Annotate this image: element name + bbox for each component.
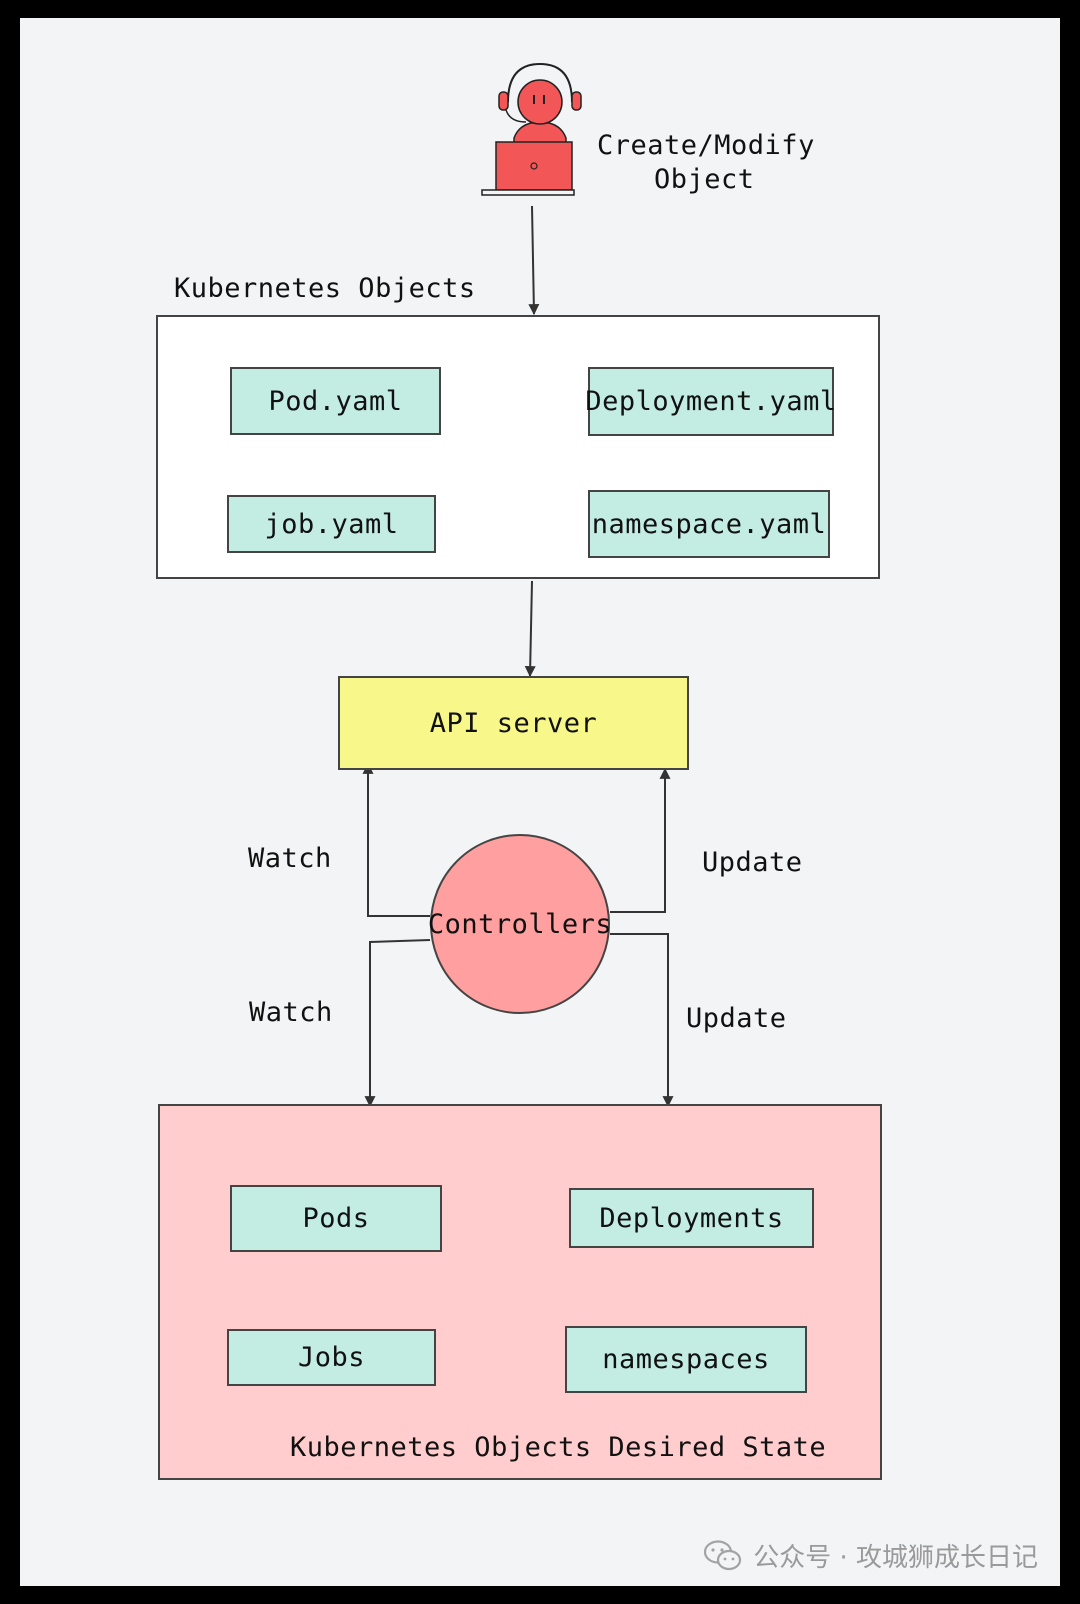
namespaces-box: namespaces — [565, 1326, 807, 1393]
controllers-circle: Controllers — [428, 834, 612, 1014]
watermark-text: 公众号 · 攻城狮成长日记 — [753, 1543, 1038, 1573]
pods-box: Pods — [230, 1185, 442, 1252]
deployment-yaml-box: Deployment.yaml — [585, 367, 836, 436]
diagram-canvas: Create/Modify Object Kubernetes Objects … — [20, 18, 1060, 1586]
arrow-update-state — [610, 933, 674, 1108]
watermark: 公众号 · 攻城狮成长日记 — [703, 1537, 1038, 1574]
namespace-yaml-box: namespace.yaml — [588, 490, 830, 558]
watch-state-label: Watch — [249, 997, 333, 1028]
api-server-box: API server — [338, 676, 689, 770]
desired-state-group — [158, 1104, 882, 1480]
user-at-laptop-icon — [481, 62, 582, 196]
desired-state-title: Kubernetes Objects Desired State — [290, 1432, 827, 1463]
wechat-icon — [704, 1539, 742, 1570]
watch-api-label: Watch — [248, 843, 332, 874]
deployments-box: Deployments — [569, 1188, 814, 1248]
connectors-layer — [362, 205, 674, 1108]
arrow-user-to-objects — [528, 205, 540, 316]
create-modify-label-line2: Object — [654, 164, 755, 195]
update-state-label: Update — [686, 1003, 787, 1034]
arrow-watch-api — [362, 762, 430, 917]
create-modify-label-line1: Create/Modify — [597, 130, 815, 161]
jobs-box: Jobs — [227, 1329, 436, 1386]
update-api-label: Update — [702, 847, 803, 878]
arrow-update-api — [610, 767, 671, 913]
arrow-objects-to-api — [524, 580, 536, 678]
job-yaml-box: job.yaml — [227, 495, 436, 553]
objects-group-title: Kubernetes Objects — [174, 273, 476, 304]
arrow-watch-state — [364, 939, 431, 1108]
pod-yaml-box: Pod.yaml — [230, 367, 441, 435]
